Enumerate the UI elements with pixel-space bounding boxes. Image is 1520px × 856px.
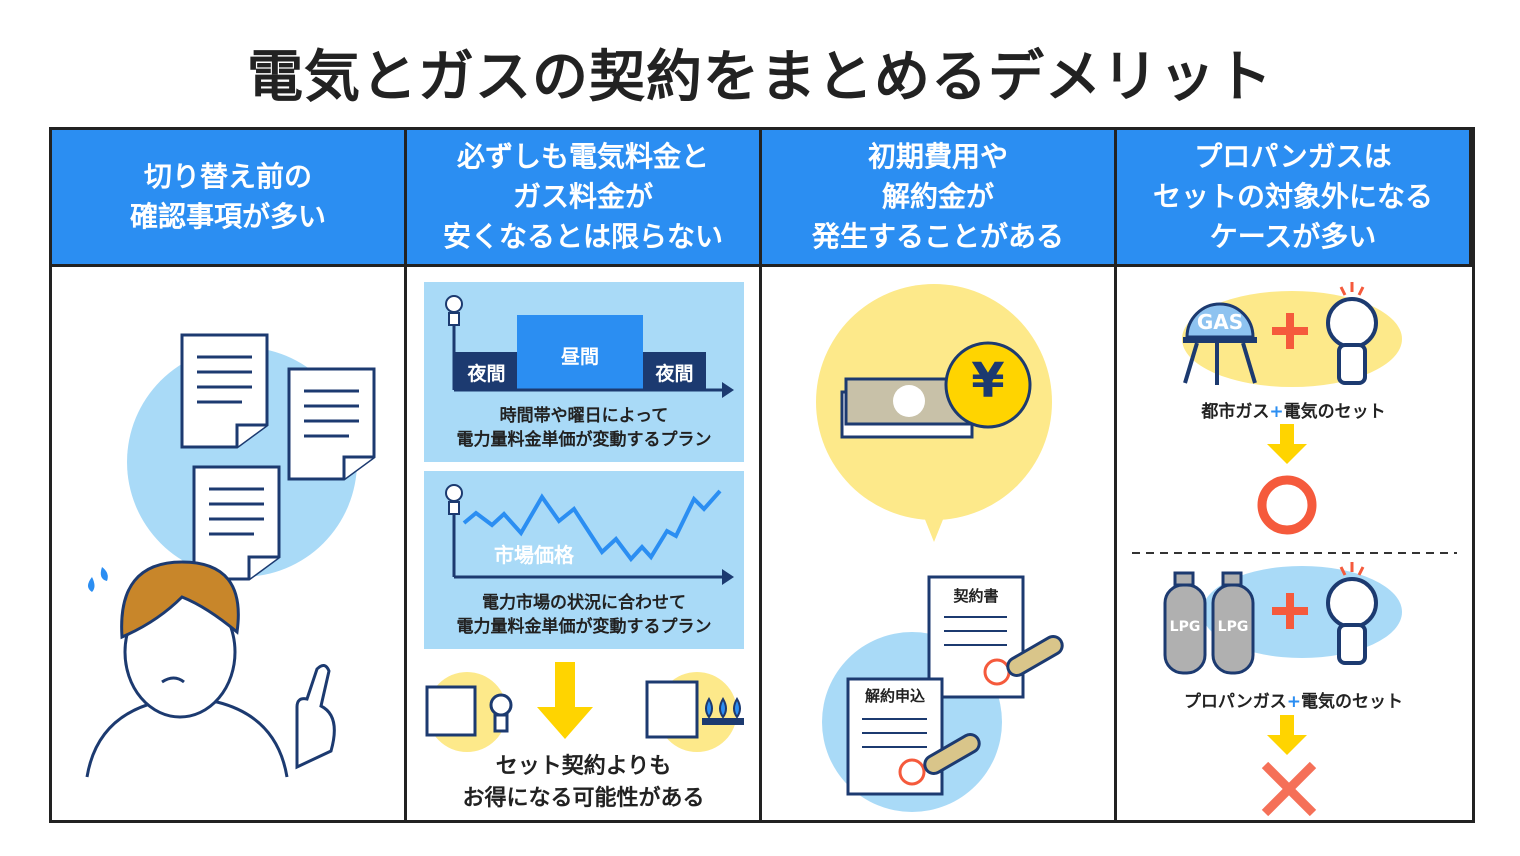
gas-flame-icon bbox=[702, 697, 744, 725]
light-bulb-icon bbox=[445, 295, 463, 326]
day-bar bbox=[517, 315, 643, 390]
gas-tank-label: GAS bbox=[1196, 310, 1244, 334]
city-gas-set-label: 都市ガス+電気のセット bbox=[1117, 397, 1470, 422]
light-bulb-icon bbox=[1326, 282, 1378, 385]
worried-person-with-documents-illustration bbox=[85, 333, 376, 778]
light-bulb-icon bbox=[445, 484, 463, 515]
time-of-use-caption: 時間帯や曜日によって 電力量料金単価が変動するプラン bbox=[456, 406, 712, 450]
cancellation-document-icon bbox=[846, 677, 944, 796]
header-not-cheaper: 必ずしも電気料金と ガス料金が 安くなるとは限らない bbox=[407, 130, 762, 267]
light-bulb-icon bbox=[489, 693, 513, 733]
set1-a: 都市ガス bbox=[1201, 402, 1270, 422]
office-building-icon bbox=[645, 680, 699, 739]
market-price-label: 市場価格 bbox=[494, 543, 574, 567]
contract-document-icon bbox=[927, 575, 1025, 699]
lpg-label-2: LPG bbox=[1217, 619, 1249, 635]
down-arrow-icon bbox=[1280, 715, 1294, 735]
day-label: 昼間 bbox=[560, 346, 599, 368]
lpg-cylinder-icon bbox=[1163, 571, 1255, 675]
set-vs-separate-illustration bbox=[425, 662, 744, 752]
cell-confirmation bbox=[52, 267, 407, 820]
conclusion-text: セット契約よりも お得になる可能性がある bbox=[462, 754, 705, 811]
building-icon bbox=[425, 685, 477, 737]
market-price-caption: 電力市場の状況に合わせて 電力量料金単価が変動するプラン bbox=[456, 593, 712, 637]
cancellation-doc-label: 解約申込 bbox=[864, 687, 925, 705]
market-price-chart bbox=[445, 484, 734, 585]
page-title: 電気とガスの契約をまとめるデメリット bbox=[247, 45, 1273, 110]
header-fees: 初期費用や 解約金が 発生することがある bbox=[762, 130, 1117, 267]
down-arrow-icon bbox=[555, 662, 575, 707]
contract-doc-label: 契約書 bbox=[953, 587, 999, 605]
gas-tank-icon bbox=[1183, 302, 1257, 385]
market-price-line bbox=[462, 489, 722, 563]
gas-electric-set-illustration bbox=[1132, 282, 1457, 817]
market-price-plan-panel: 市場価格 電力市場の状況に合わせて 電力量料金単価が変動するプラン bbox=[424, 471, 744, 649]
stamp-icon bbox=[923, 733, 981, 775]
plus-sign: + bbox=[1269, 402, 1284, 422]
down-arrow-icon bbox=[1280, 424, 1294, 444]
cross-ng-icon bbox=[1261, 761, 1317, 817]
cell-not-cheaper: 夜間 昼間 夜間 時間帯や曜日によって 電力量料金単価が変動するプラン 市場価格… bbox=[407, 267, 762, 820]
set2-b: 電気のセット bbox=[1301, 692, 1404, 712]
plus-icon bbox=[1272, 313, 1308, 349]
night-bar-right bbox=[643, 352, 706, 390]
header-propane: プロパンガスは セットの対象外になる ケースが多い bbox=[1117, 130, 1472, 267]
cell-fees: ¥ 契約書 解約申込 bbox=[762, 267, 1117, 820]
stamp-icon bbox=[1006, 635, 1064, 677]
night-label-right: 夜間 bbox=[655, 363, 694, 385]
comparison-table: 切り替え前の 確認事項が多い 必ずしも電気料金と ガス料金が 安くなるとは限らな… bbox=[49, 127, 1475, 823]
fees-and-contract-illustration bbox=[816, 284, 1064, 812]
night-bar-left bbox=[454, 352, 517, 390]
yen-coin-icon bbox=[944, 341, 1032, 429]
document-icon bbox=[180, 333, 376, 581]
plus-icon bbox=[1272, 593, 1308, 629]
cell-propane: GAS LPG LPG 都市ガス+電気のセット プロパンガス+電気のセット bbox=[1117, 267, 1472, 820]
circle-ok-icon bbox=[1257, 475, 1317, 535]
plus-sign: + bbox=[1286, 692, 1302, 712]
arrow-right-icon bbox=[722, 569, 734, 585]
set2-a: プロパンガス bbox=[1183, 692, 1287, 712]
night-label-left: 夜間 bbox=[467, 363, 506, 385]
lpg-label-1: LPG bbox=[1169, 619, 1201, 635]
yen-symbol: ¥ bbox=[971, 353, 1005, 409]
header-confirmation: 切り替え前の 確認事項が多い bbox=[52, 130, 407, 267]
arrow-right-icon bbox=[722, 382, 734, 398]
time-of-use-chart bbox=[445, 295, 734, 398]
light-bulb-icon bbox=[1326, 562, 1378, 665]
propane-set-label: プロパンガス+電気のセット bbox=[1117, 687, 1470, 712]
set1-b: 電気のセット bbox=[1283, 402, 1386, 422]
time-of-use-plan-panel: 夜間 昼間 夜間 時間帯や曜日によって 電力量料金単価が変動するプラン bbox=[424, 282, 744, 462]
